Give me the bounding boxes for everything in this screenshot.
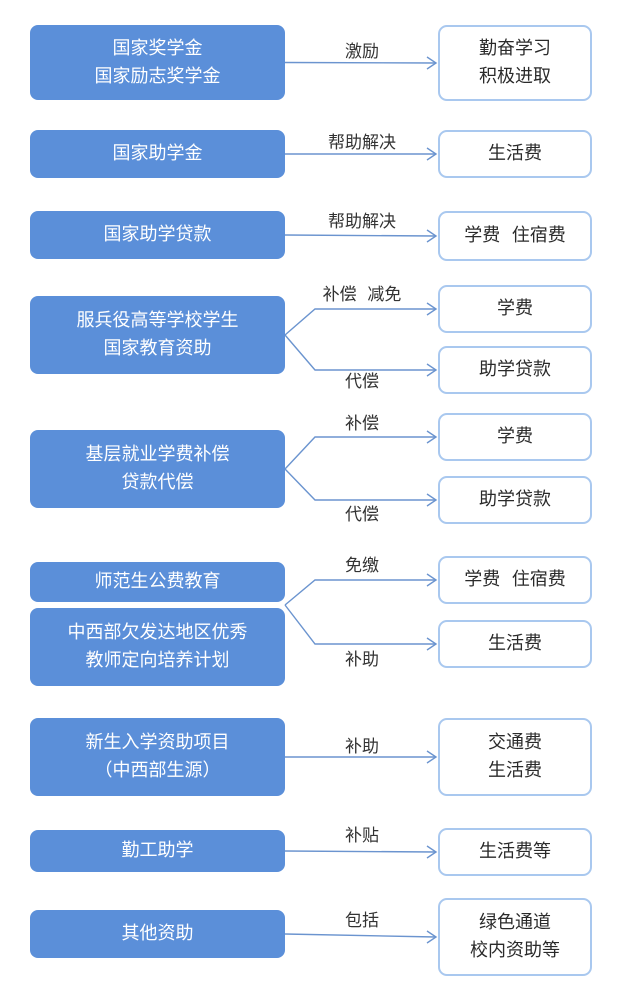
source-box-line: （中西部生源）: [94, 760, 221, 781]
source-box: 服兵役高等学校学生国家教育资助: [30, 296, 285, 374]
source-box-line: 中西部欠发达地区优秀: [67, 622, 248, 643]
source-box: 勤工助学: [30, 830, 285, 872]
connector-line: [284, 334, 436, 371]
target-box: 生活费等: [438, 828, 592, 876]
arrowhead-icon: [426, 845, 438, 859]
arrowhead-icon: [426, 363, 438, 377]
connector-line: [284, 933, 437, 938]
arrowhead-icon: [426, 493, 438, 507]
target-box-line: 生活费: [488, 143, 542, 164]
source-box: 国家助学金: [30, 130, 285, 178]
target-box-line: 绿色通道: [479, 912, 551, 933]
source-box-line: 教师定向培养计划: [85, 650, 230, 671]
source-box: 新生入学资助项目 （中西部生源）: [30, 718, 285, 796]
connector-label: 帮助解决: [328, 212, 396, 232]
arrowhead-icon: [426, 430, 438, 444]
source-box-line: 师范生公费教育: [94, 571, 221, 592]
target-box-line: 学费 住宿费: [464, 225, 566, 246]
target-box: 学费 住宿费: [438, 556, 592, 604]
target-box: 学费 住宿费: [438, 211, 592, 261]
connector-label: 代偿: [345, 505, 379, 525]
source-box-line: 国家教育资助: [103, 338, 212, 359]
connector-line: [284, 61, 437, 64]
arrowhead-icon: [426, 637, 438, 651]
target-box: 生活费: [438, 620, 592, 668]
connector-line: [284, 234, 437, 237]
arrowhead-icon: [426, 930, 438, 944]
target-box: 助学贷款: [438, 476, 592, 524]
target-box-line: 交通费: [488, 732, 542, 753]
target-box: 勤奋学习积极进取: [438, 25, 592, 101]
connector-label: 补助: [345, 650, 379, 670]
target-box: 绿色通道校内资助等: [438, 898, 592, 976]
source-box: 国家助学贷款: [30, 211, 285, 259]
target-box-line: 助学贷款: [479, 359, 551, 380]
target-box-line: 勤奋学习: [479, 38, 551, 59]
source-box-line: 国家助学贷款: [103, 224, 212, 245]
source-box: 其他资助: [30, 910, 285, 958]
arrowhead-icon: [426, 229, 438, 243]
connector-label: 补助: [345, 737, 379, 757]
target-box-line: 生活费: [488, 760, 542, 781]
source-box-line: 基层就业学费补偿: [85, 444, 230, 465]
source-box-line: 国家励志奖学金: [94, 65, 221, 87]
source-box: 师范生公费教育: [30, 562, 285, 602]
source-box: 国家奖学金国家励志奖学金: [30, 25, 285, 100]
connector-line: [284, 579, 436, 606]
connector-label: 补偿 减免: [322, 285, 402, 305]
target-box: 学费: [438, 285, 592, 333]
connector-label: 补偿: [345, 414, 379, 434]
connector-line: [284, 468, 436, 501]
connector-label: 包括: [345, 911, 379, 931]
target-box-line: 校内资助等: [470, 940, 560, 961]
connector-label: 补贴: [345, 826, 379, 846]
connector-label: 免缴: [345, 556, 379, 576]
arrowhead-icon: [426, 147, 438, 161]
target-box-line: 助学贷款: [479, 489, 551, 510]
connector-line: [284, 604, 436, 645]
connector-line: [284, 850, 437, 853]
source-box-line: 贷款代偿: [121, 472, 194, 493]
arrowhead-icon: [426, 56, 438, 70]
target-box-line: 生活费: [488, 633, 542, 654]
source-box-line: 服兵役高等学校学生: [76, 310, 239, 331]
target-box: 学费: [438, 413, 592, 461]
source-box-line: 勤工助学: [121, 840, 194, 861]
target-box-line: 生活费等: [479, 841, 551, 862]
target-box: 生活费: [438, 130, 592, 178]
source-box-line: 国家奖学金: [112, 37, 203, 59]
target-box: 交通费生活费: [438, 718, 592, 796]
arrowhead-icon: [426, 750, 438, 764]
source-box-line: 其他资助: [121, 923, 194, 944]
connector-label: 代偿: [345, 372, 379, 392]
arrowhead-icon: [426, 573, 438, 587]
connector-line: [284, 308, 436, 336]
target-box-line: 学费: [497, 298, 533, 319]
arrowhead-icon: [426, 302, 438, 316]
connector-line: [284, 436, 436, 470]
source-box-line: 新生入学资助项目: [85, 732, 230, 753]
source-box: 中西部欠发达地区优秀教师定向培养计划: [30, 608, 285, 686]
target-box-line: 积极进取: [479, 66, 551, 87]
connector-label: 帮助解决: [328, 133, 396, 153]
source-box: 基层就业学费补偿贷款代偿: [30, 430, 285, 508]
source-box-line: 国家助学金: [112, 143, 203, 164]
connector-label: 激励: [345, 42, 379, 62]
target-box-line: 学费 住宿费: [464, 569, 566, 590]
target-box-line: 学费: [497, 426, 533, 447]
target-box: 助学贷款: [438, 346, 592, 394]
